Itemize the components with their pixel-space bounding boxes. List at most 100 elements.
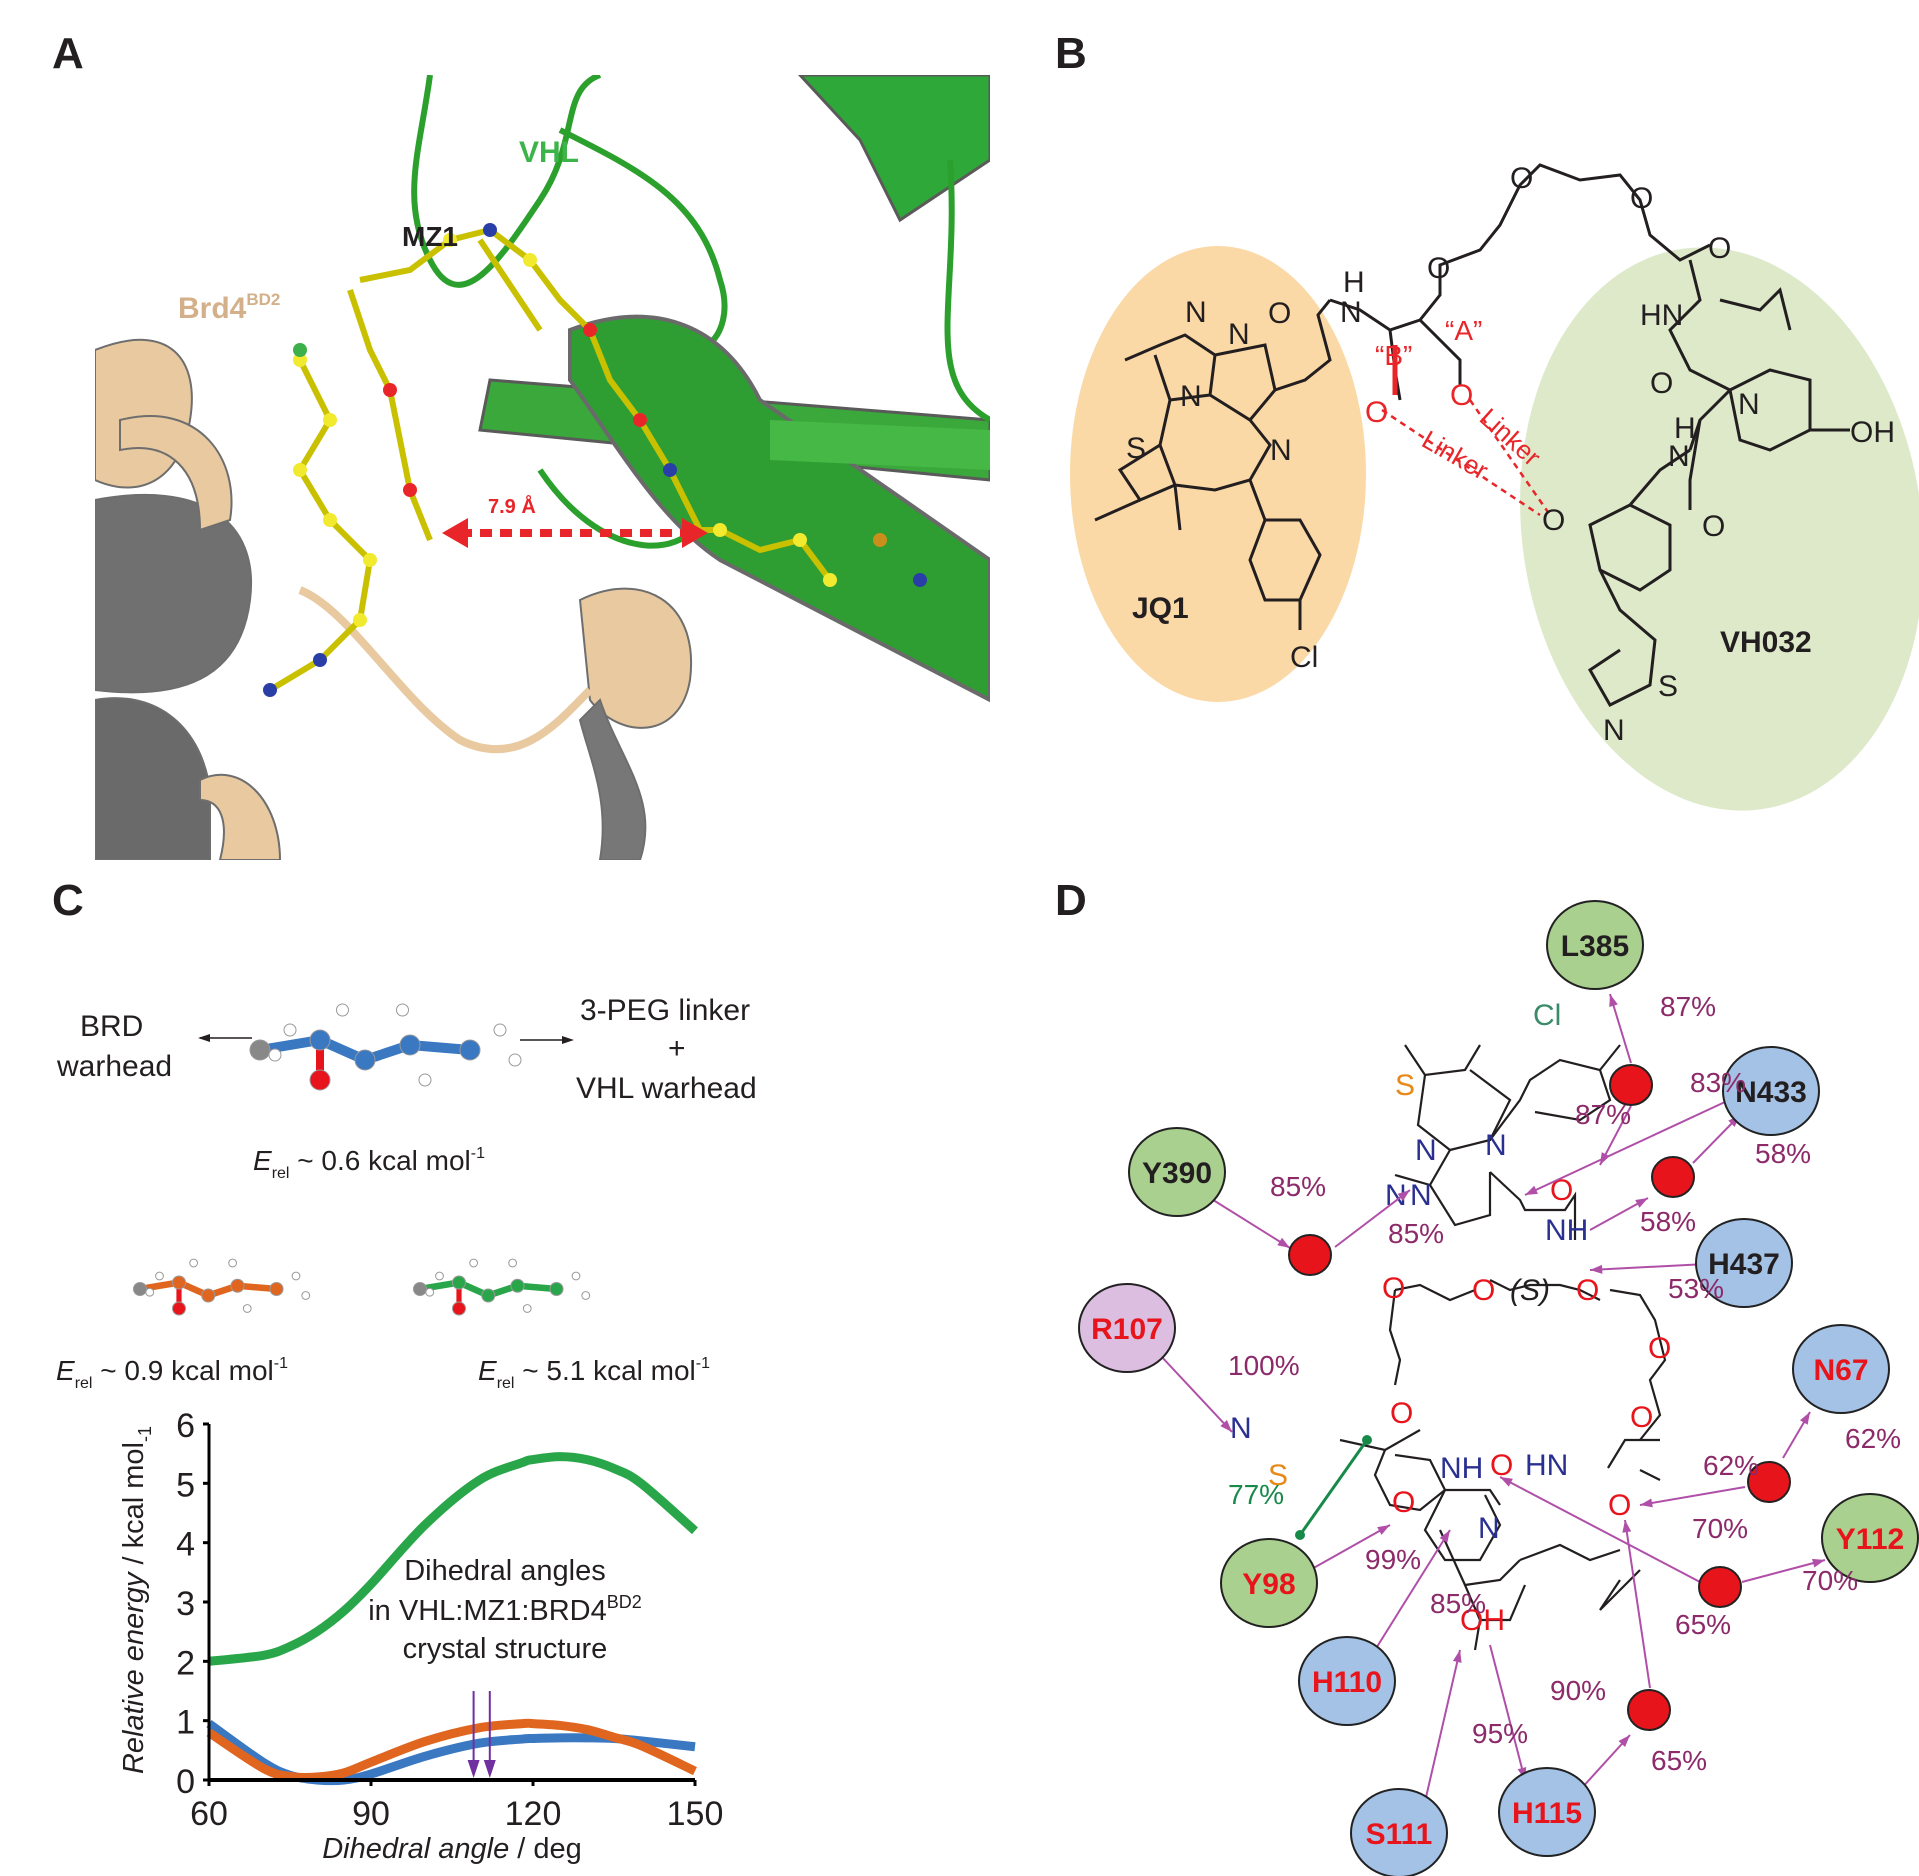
interaction-arrow: [1209, 1197, 1291, 1249]
atom-label: S: [1658, 670, 1678, 703]
panel-label-c: C: [52, 876, 84, 925]
interaction-arrow: [1624, 1519, 1651, 1689]
interaction-arrow: [1499, 1476, 1701, 1583]
atom: [301, 1291, 311, 1300]
atom: [522, 1304, 532, 1313]
atom: [469, 1258, 479, 1268]
atom-label: N: [1603, 714, 1625, 747]
interaction-arrow: [1159, 1354, 1233, 1433]
warhead-label: warhead: [56, 1050, 172, 1083]
atom-label: O: [1650, 367, 1673, 400]
conformer-panel: BRD warhead 3-PEG linker + VHL warhead E…: [56, 994, 757, 1392]
atom-label: O: [1510, 162, 1533, 195]
residue-label: L385: [1561, 930, 1629, 963]
protein-structure-render: VHL MZ1 Brd4BD2 7.9 Å: [95, 75, 990, 860]
water-molecule: [1651, 1156, 1695, 1198]
x-axis-label: Dihedral angle / deg: [322, 1833, 582, 1865]
residue-h115: H115: [1498, 1767, 1596, 1857]
atom: [413, 1282, 427, 1296]
residue-label: N433: [1735, 1076, 1807, 1109]
y-tick-label: 2: [176, 1644, 195, 1682]
mz1-label: MZ1: [402, 221, 458, 252]
arrowhead: [1635, 1198, 1648, 1208]
atom: [336, 1003, 349, 1017]
mz1-chemical-structure: N N N N S Cl O H N O O O O HN O N OH H N…: [1070, 162, 1919, 811]
vh032-label: VH032: [1720, 626, 1812, 659]
arrowhead: [1500, 1477, 1513, 1487]
atom-label: O: [1472, 1274, 1495, 1307]
occupancy-label: 62%: [1845, 1423, 1901, 1454]
atom-label: HN: [1640, 299, 1683, 332]
atom-label: N: [1485, 1129, 1507, 1162]
occupancy-label: 65%: [1675, 1609, 1731, 1640]
atom-label: O: [1708, 232, 1731, 265]
atom-label: OH: [1850, 416, 1895, 449]
conformer-models: [133, 1003, 591, 1316]
occupancy-label: 58%: [1640, 1206, 1696, 1237]
occupancy-label: 99%: [1365, 1544, 1421, 1575]
arrowhead: [1609, 994, 1618, 1007]
residue-label: S111: [1366, 1818, 1433, 1851]
atom-label: N: [1180, 380, 1202, 413]
mz1-ligand: [268, 226, 833, 693]
atom-label: O: [1490, 1449, 1513, 1482]
occupancy-label: 85%: [1388, 1218, 1444, 1249]
atom-label: O: [1630, 182, 1653, 215]
residue-y98: Y98: [1220, 1538, 1318, 1628]
brd4-helices: [95, 338, 693, 860]
interaction-arrow: [1374, 1529, 1451, 1651]
x-tick-label: 90: [352, 1795, 390, 1833]
atom-label: O: [1542, 504, 1565, 537]
atom: [189, 1258, 199, 1268]
residue-r107: R107: [1078, 1283, 1176, 1373]
residue-circle: [1298, 1636, 1396, 1726]
atom: [133, 1282, 147, 1296]
y-axis-label: Relative energy / kcal mol-1: [118, 1426, 155, 1774]
interaction-arrow: [1524, 1094, 1741, 1196]
residue-circle: [1498, 1767, 1596, 1857]
vhl-strands: [411, 75, 990, 703]
series-line-orange: [206, 1718, 697, 1783]
atom-label: N: [1478, 1512, 1500, 1545]
arrowhead: [1640, 1498, 1653, 1508]
atom: [452, 1275, 466, 1290]
residue-label: N67: [1813, 1354, 1868, 1387]
residue-n433: N433: [1722, 1046, 1820, 1136]
y-tick-label: 1: [176, 1704, 195, 1742]
atom-label: HN: [1525, 1449, 1568, 1482]
residue-label: H110: [1312, 1666, 1382, 1699]
linker-label-b: Linker: [1417, 424, 1494, 486]
conformer-energy-2: Erel ~ 0.9 kcal mol-1: [56, 1355, 288, 1392]
occupancy-label: 70%: [1802, 1565, 1858, 1596]
brd-label: BRD: [80, 1010, 143, 1043]
residue-l385: L385: [1546, 900, 1644, 990]
atom-label: N: [1185, 296, 1207, 329]
residue-label: H437: [1708, 1248, 1780, 1281]
atom-label: N: [1230, 1412, 1252, 1445]
interaction-arrow: [1489, 1644, 1526, 1781]
interaction-arrow: [1423, 1649, 1461, 1807]
atom: [354, 1049, 376, 1071]
atom-label: H: [1674, 412, 1696, 445]
vhl-label: VHL: [519, 136, 579, 169]
arrowhead: [1799, 1412, 1810, 1425]
atom-label: S: [1126, 432, 1146, 465]
atom: [418, 1073, 432, 1087]
arrowhead: [1452, 1650, 1462, 1663]
atom-label: N: [1270, 434, 1292, 467]
water-molecule: [1747, 1461, 1791, 1503]
atom: [581, 1291, 591, 1300]
atom: [230, 1278, 245, 1293]
atom: [309, 1069, 331, 1091]
x-tick-label: 150: [667, 1795, 724, 1833]
atom: [459, 1039, 481, 1061]
atom: [493, 1023, 507, 1037]
atom: [172, 1275, 186, 1290]
y-tick-label: 3: [176, 1585, 195, 1623]
mz1-atoms: [263, 223, 927, 697]
y-tick-label: 5: [176, 1466, 195, 1504]
arrowhead: [1812, 1558, 1825, 1568]
atom-label: O: [1427, 252, 1450, 285]
pi-stacking-line: [1298, 1439, 1369, 1536]
residue-circle: [1220, 1538, 1318, 1628]
